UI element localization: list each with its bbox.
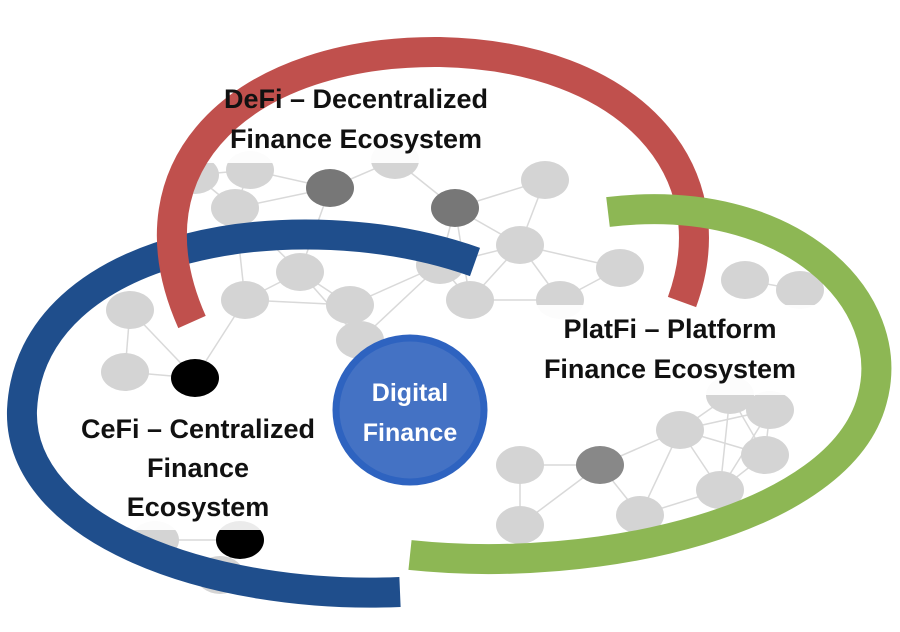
network-node <box>171 359 219 397</box>
network-node <box>596 249 644 287</box>
network-node <box>211 189 259 227</box>
cefi-label-backdrop <box>60 405 330 530</box>
network-node <box>741 436 789 474</box>
network-node <box>616 496 664 534</box>
platfi-label-line2: Finance Ecosystem <box>544 354 796 384</box>
network-node <box>216 521 264 559</box>
network-node <box>496 446 544 484</box>
network-node <box>776 271 824 309</box>
cefi-label-line2: Finance <box>147 453 249 483</box>
network-node <box>576 446 624 484</box>
center-label-line2: Finance <box>363 419 458 447</box>
network-node <box>496 506 544 544</box>
network-node <box>696 471 744 509</box>
digital-finance-circle <box>332 334 488 486</box>
platfi-arc <box>408 194 892 575</box>
network-node <box>521 161 569 199</box>
network-node <box>656 411 704 449</box>
cefi-label-line3: Ecosystem <box>127 492 270 522</box>
center-label-line1: Digital <box>372 379 448 407</box>
network-node <box>446 281 494 319</box>
network-node <box>106 291 154 329</box>
network-node <box>326 286 374 324</box>
network-node <box>101 353 149 391</box>
defi-arc <box>157 36 709 329</box>
defi-label-line2: Finance Ecosystem <box>230 124 482 154</box>
network-node <box>746 391 794 429</box>
network-node <box>431 189 479 227</box>
network-node <box>221 281 269 319</box>
defi-label-line1: DeFi – Decentralized <box>224 84 488 114</box>
network-node <box>496 226 544 264</box>
network-node <box>276 253 324 291</box>
platfi-label-backdrop <box>515 305 815 395</box>
cefi-arc <box>6 219 480 608</box>
cefi-label-line1: CeFi – Centralized <box>81 414 315 444</box>
platfi-label-line1: PlatFi – Platform <box>563 314 776 344</box>
network-node <box>721 261 769 299</box>
network-node <box>306 169 354 207</box>
